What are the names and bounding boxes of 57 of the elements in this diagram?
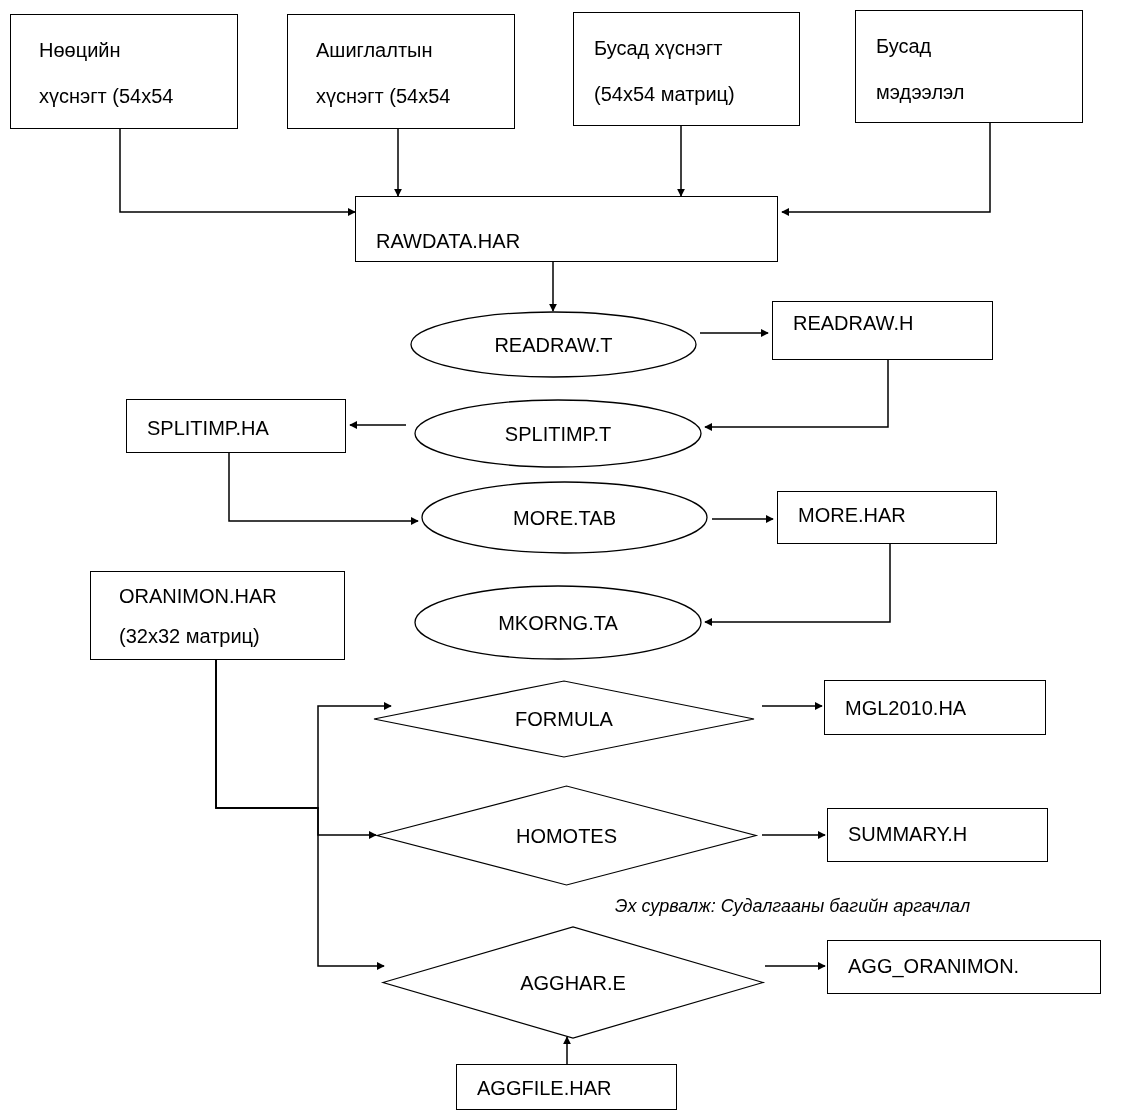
arrow	[119, 128, 356, 216]
file-box	[10, 14, 238, 129]
file-box	[772, 301, 993, 360]
file-name: Ашиглалтын хүснэгт (54x54	[316, 38, 452, 109]
file-name: MKORNG.TA	[497, 610, 619, 635]
program-ellipse	[414, 585, 702, 660]
arrow	[394, 128, 402, 197]
process-diamond	[382, 926, 764, 1039]
file-name: HOMOTES	[514, 823, 619, 848]
file-box	[827, 940, 1101, 994]
file-name: SUMMARY.H	[848, 822, 969, 847]
arrow	[781, 122, 991, 216]
file-name: MORE.HAR	[798, 503, 907, 528]
file-box	[126, 399, 346, 453]
file-name: MGL2010.HA	[845, 696, 968, 721]
process-diamond	[376, 785, 757, 886]
file-name: Бусад хүснэгт (54x54 матриц)	[594, 36, 736, 107]
arrow	[711, 515, 774, 523]
arrow	[549, 261, 557, 312]
arrow	[677, 125, 685, 197]
file-name: FORMULA	[514, 707, 614, 731]
file-box	[287, 14, 515, 129]
file-name: SPLITIMP.HA	[147, 416, 270, 441]
file-name: READRAW.T	[493, 332, 614, 357]
file-name: Нөөцийн хүснэгт (54x54	[39, 38, 175, 109]
arrow	[704, 543, 891, 626]
file-box	[777, 491, 997, 544]
source-note: Эх сурвалж: Судалгааны багийн аргачлал	[615, 896, 971, 917]
arrow	[563, 1036, 571, 1065]
arrow	[228, 452, 419, 525]
arrow	[761, 831, 826, 839]
file-name: MORE.TAB	[512, 505, 617, 530]
file-name: READRAW.H	[793, 311, 915, 336]
file-name: SPLITIMP.T	[503, 421, 613, 446]
file-name: AGG_ORANIMON.	[848, 954, 1021, 979]
file-box	[90, 571, 345, 660]
program-ellipse	[421, 481, 708, 554]
file-name: Бусад мэдээлэл	[876, 34, 966, 105]
arrow	[761, 702, 823, 710]
arrow	[215, 659, 385, 970]
process-diamond	[373, 680, 755, 758]
file-box	[573, 12, 800, 126]
program-ellipse	[414, 399, 702, 468]
file-box	[827, 808, 1048, 862]
file-name: AGGHAR.E	[519, 970, 627, 995]
file-box	[456, 1064, 677, 1110]
file-box	[355, 196, 778, 262]
file-name: RAWDATA.HAR	[376, 229, 522, 254]
arrow	[764, 962, 826, 970]
file-name: AGGFILE.HAR	[477, 1076, 613, 1101]
file-box	[824, 680, 1046, 735]
program-ellipse	[410, 311, 697, 378]
file-box	[855, 10, 1083, 123]
arrow	[704, 359, 889, 431]
file-name: ORANIMON.HAR (32x32 матриц)	[119, 584, 278, 649]
arrow	[699, 329, 769, 337]
arrow	[349, 421, 407, 429]
